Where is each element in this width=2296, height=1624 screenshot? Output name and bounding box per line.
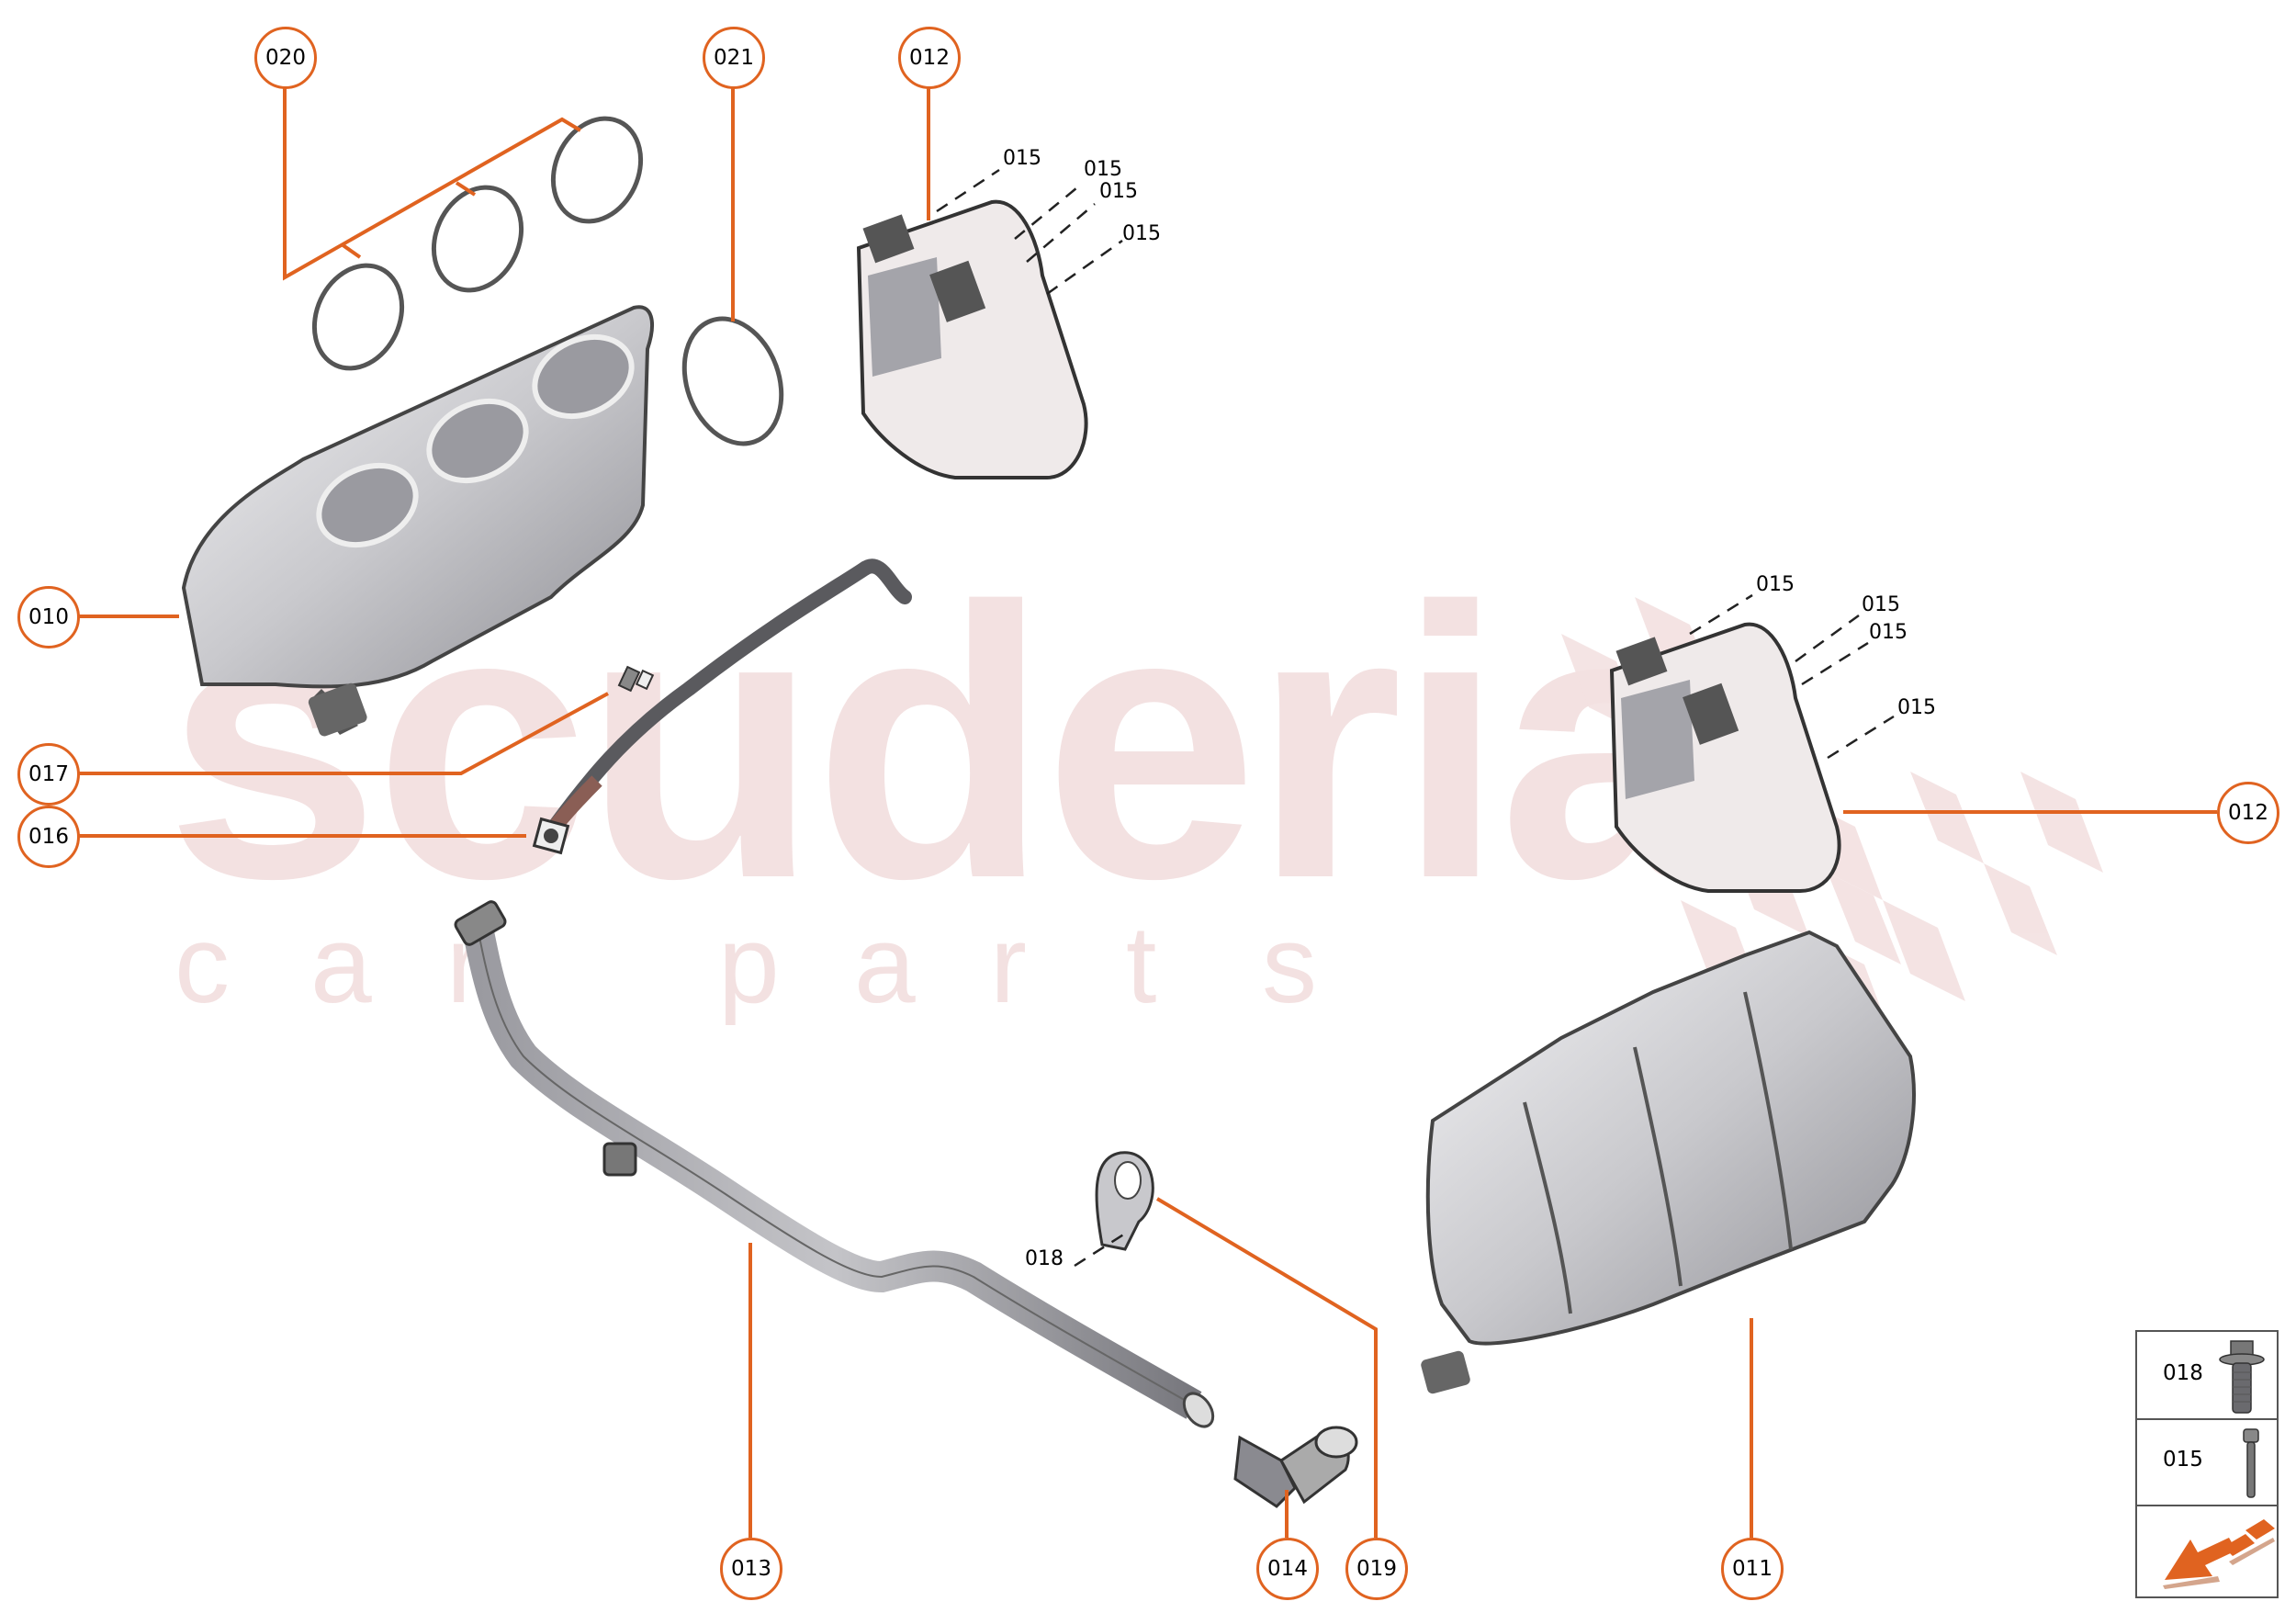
callout-011[interactable]: 011 [1721,1538,1784,1600]
dashed-leader-lines [936,168,1895,1268]
legend-label: 015 [2163,1448,2203,1472]
legend-row-018[interactable]: 018 [2137,1332,2277,1420]
socket-screw-icon [2243,1428,2259,1498]
breather-pipe-013 [454,900,1215,1428]
callout-020[interactable]: 020 [254,27,317,89]
intake-manifold-010 [181,305,654,737]
sublabel-015[interactable]: 015 [1003,147,1041,170]
fastener-legend: 018 015 [2135,1330,2279,1598]
callout-019[interactable]: 019 [1345,1538,1408,1600]
callout-013[interactable]: 013 [720,1538,782,1600]
callout-012-right[interactable]: 012 [2217,782,2279,844]
direction-arrow-icon [2163,1519,2275,1589]
sublabel-015[interactable]: 015 [1862,593,1900,616]
gasket-021 [681,316,784,446]
legend-row-015[interactable]: 015 [2137,1418,2277,1506]
legend-label: 018 [2163,1361,2203,1385]
throttle-body-012-top [856,199,1088,479]
callout-leader-lines [78,87,2217,1538]
callout-014[interactable]: 014 [1256,1538,1319,1600]
flange-bolt-icon [2219,1340,2265,1414]
throttle-body-012-right [1609,622,1841,893]
sublabel-015[interactable]: 015 [1869,621,1908,644]
bracket-019 [1095,1151,1154,1251]
hose-016 [532,558,912,855]
clip-017 [617,665,655,693]
elbow-connector-014 [1233,1426,1358,1508]
gasket-set-020 [311,116,644,371]
sublabel-015[interactable]: 015 [1756,573,1795,596]
callout-010[interactable]: 010 [17,586,80,648]
callout-021[interactable]: 021 [703,27,765,89]
sublabel-015[interactable]: 015 [1099,180,1138,203]
intake-manifold-011 [1421,930,1916,1394]
callout-012-top[interactable]: 012 [898,27,961,89]
callout-016[interactable]: 016 [17,806,80,868]
sublabel-015[interactable]: 015 [1084,158,1122,181]
sublabel-015[interactable]: 015 [1122,222,1161,245]
callout-017[interactable]: 017 [17,743,80,806]
sublabel-018[interactable]: 018 [1025,1247,1064,1270]
legend-row-direction[interactable] [2137,1505,2277,1595]
sublabel-015[interactable]: 015 [1897,696,1936,719]
